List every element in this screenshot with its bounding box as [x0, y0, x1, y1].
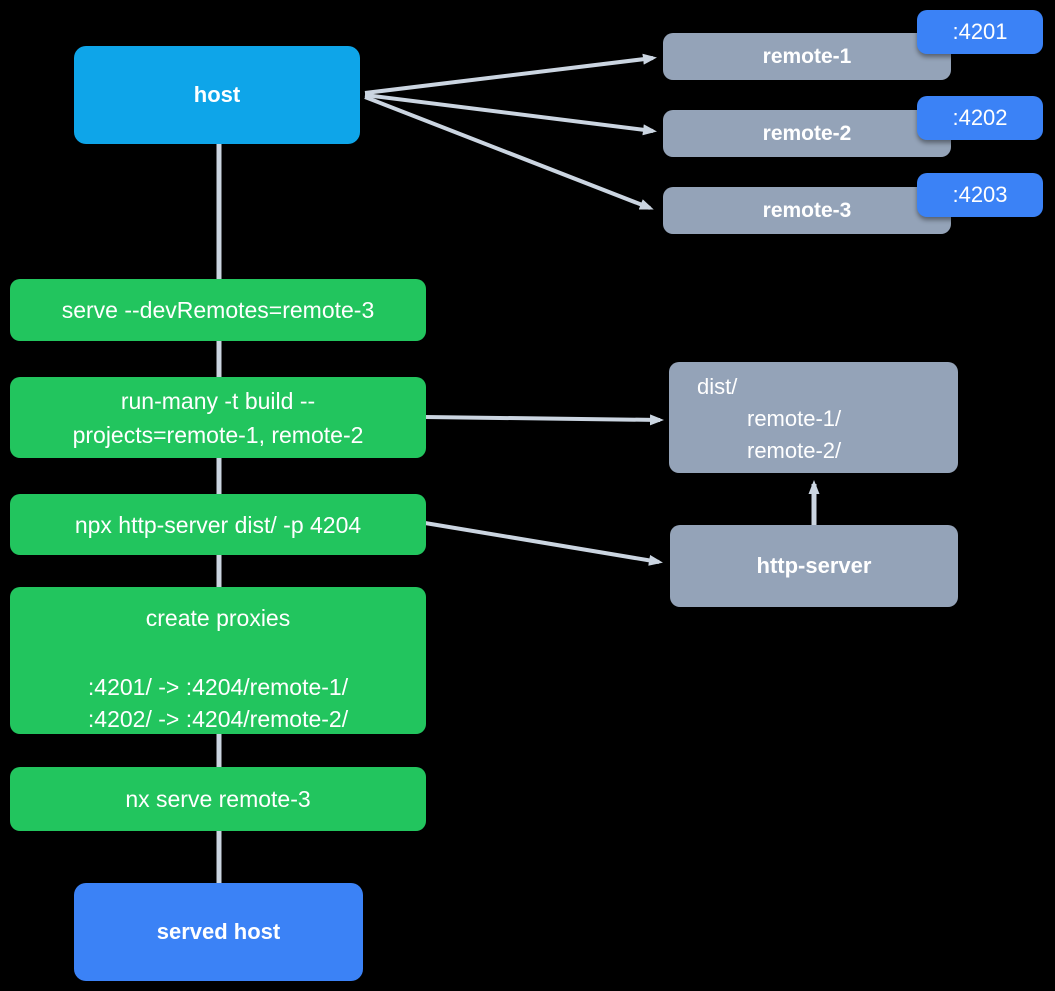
arrow-host-to-remote-3	[364, 95, 654, 210]
arrow-runmany-to-dist	[424, 414, 664, 426]
dist-entry-remote-1: remote-1/	[747, 406, 842, 431]
host-label: host	[193, 82, 241, 107]
create-proxies-title: create proxies	[145, 605, 291, 631]
port-badge-4202: :4202	[917, 96, 1043, 140]
remote-1-label: remote-1	[762, 44, 852, 68]
served-host-label: served host	[156, 919, 281, 944]
dist-folder-node: dist/ remote-1/ remote-2/	[669, 362, 958, 473]
remote-2-label: remote-2	[762, 121, 852, 145]
command-run-many-box: run-many -t build -- projects=remote-1, …	[10, 377, 426, 458]
http-server-node: http-server	[670, 525, 958, 607]
command-serve-box: serve --devRemotes=remote-3	[10, 279, 426, 341]
port-4202-label: :4202	[952, 105, 1008, 130]
port-badge-4203: :4203	[917, 173, 1043, 217]
remote-3-label: remote-3	[762, 198, 852, 222]
command-http-server-box: npx http-server dist/ -p 4204	[10, 494, 426, 555]
remote-3-node: remote-3	[663, 187, 951, 234]
proxy-rule-2: :4202/ -> :4204/remote-2/	[87, 706, 349, 732]
command-nx-serve-text: nx serve remote-3	[125, 786, 311, 812]
command-http-server-text: npx http-server dist/ -p 4204	[74, 511, 362, 538]
port-badge-4201: :4201	[917, 10, 1043, 54]
arrow-npx-to-httpserver	[424, 521, 663, 566]
command-run-many-line-1: run-many -t build --	[120, 387, 316, 414]
arrow-host-to-remote-2	[364, 93, 657, 136]
proxy-rule-1: :4201/ -> :4204/remote-1/	[87, 674, 349, 700]
http-server-label: http-server	[756, 553, 872, 578]
dist-entry-remote-2: remote-2/	[747, 438, 842, 463]
served-host-node: served host	[74, 883, 363, 981]
dist-folder-title: dist/	[697, 374, 738, 399]
command-serve-text: serve --devRemotes=remote-3	[61, 297, 375, 323]
port-4201-label: :4201	[952, 19, 1008, 44]
command-create-proxies-box: create proxies :4201/ -> :4204/remote-1/…	[10, 587, 426, 734]
remote-2-node: remote-2	[663, 110, 951, 157]
remote-1-node: remote-1	[663, 33, 951, 80]
command-run-many-line-2: projects=remote-1, remote-2	[72, 421, 364, 448]
host-node: host	[74, 46, 360, 144]
arrow-host-to-remote-1	[364, 53, 657, 95]
proxy-rules: :4201/ -> :4204/remote-1/ :4202/ -> :420…	[88, 671, 348, 735]
port-4203-label: :4203	[952, 182, 1008, 207]
command-nx-serve-box: nx serve remote-3	[10, 767, 426, 831]
